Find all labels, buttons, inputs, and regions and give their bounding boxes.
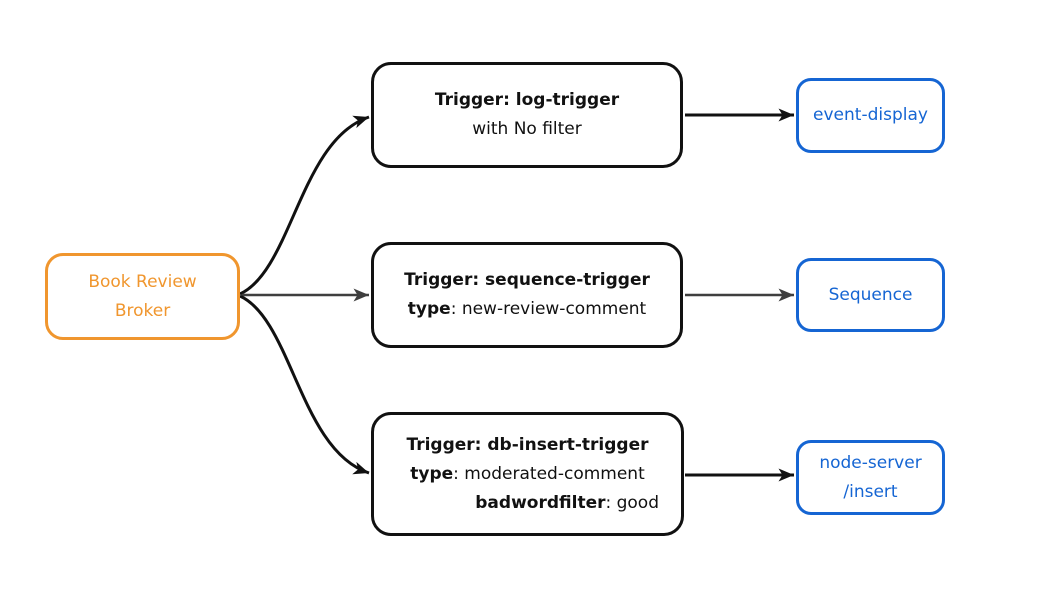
broker-label-line2: Broker [114,300,171,321]
broker-label-line1: Book Review [88,271,197,292]
sink-label-line1: node-server [819,452,922,473]
trigger-sequence-attr: type: new-review-comment [408,295,646,324]
sink-label: event-display [813,105,928,125]
attr-value: : new-review-comment [450,299,647,319]
node-trigger-db-insert: Trigger: db-insert-trigger type: moderat… [371,412,684,536]
edge-broker-to-log-trigger [239,115,370,296]
trigger-sequence-title: Trigger: sequence-trigger [404,270,650,290]
node-trigger-sequence: Trigger: sequence-trigger type: new-revi… [371,242,683,348]
attr-key: type [407,299,451,319]
attr-key: type [410,463,454,484]
sink-label: Sequence [828,284,913,305]
sink-label-line2: /insert [843,481,898,502]
edge-broker-to-db-insert-trigger [239,294,370,475]
attr-value: : good [605,492,659,513]
attr-value: : moderated-comment [453,463,645,484]
trigger-log-title: Trigger: log-trigger [434,90,620,110]
trigger-db-insert-attr-type: type: moderated-comment [410,460,645,489]
node-trigger-log: Trigger: log-trigger with No filter [371,62,683,168]
node-sink-node-server: node-server /insert [796,440,945,515]
node-sink-sequence: Sequence [796,258,945,332]
node-sink-event-display: event-display [796,78,945,153]
trigger-db-insert-title: Trigger: db-insert-trigger [406,434,649,455]
node-broker: Book Review Broker [45,253,240,340]
attr-key: badwordfilter [475,492,606,513]
trigger-log-subtitle: with No filter [472,119,582,139]
trigger-db-insert-attr-badwordfilter: badwordfilter: good [374,489,681,518]
